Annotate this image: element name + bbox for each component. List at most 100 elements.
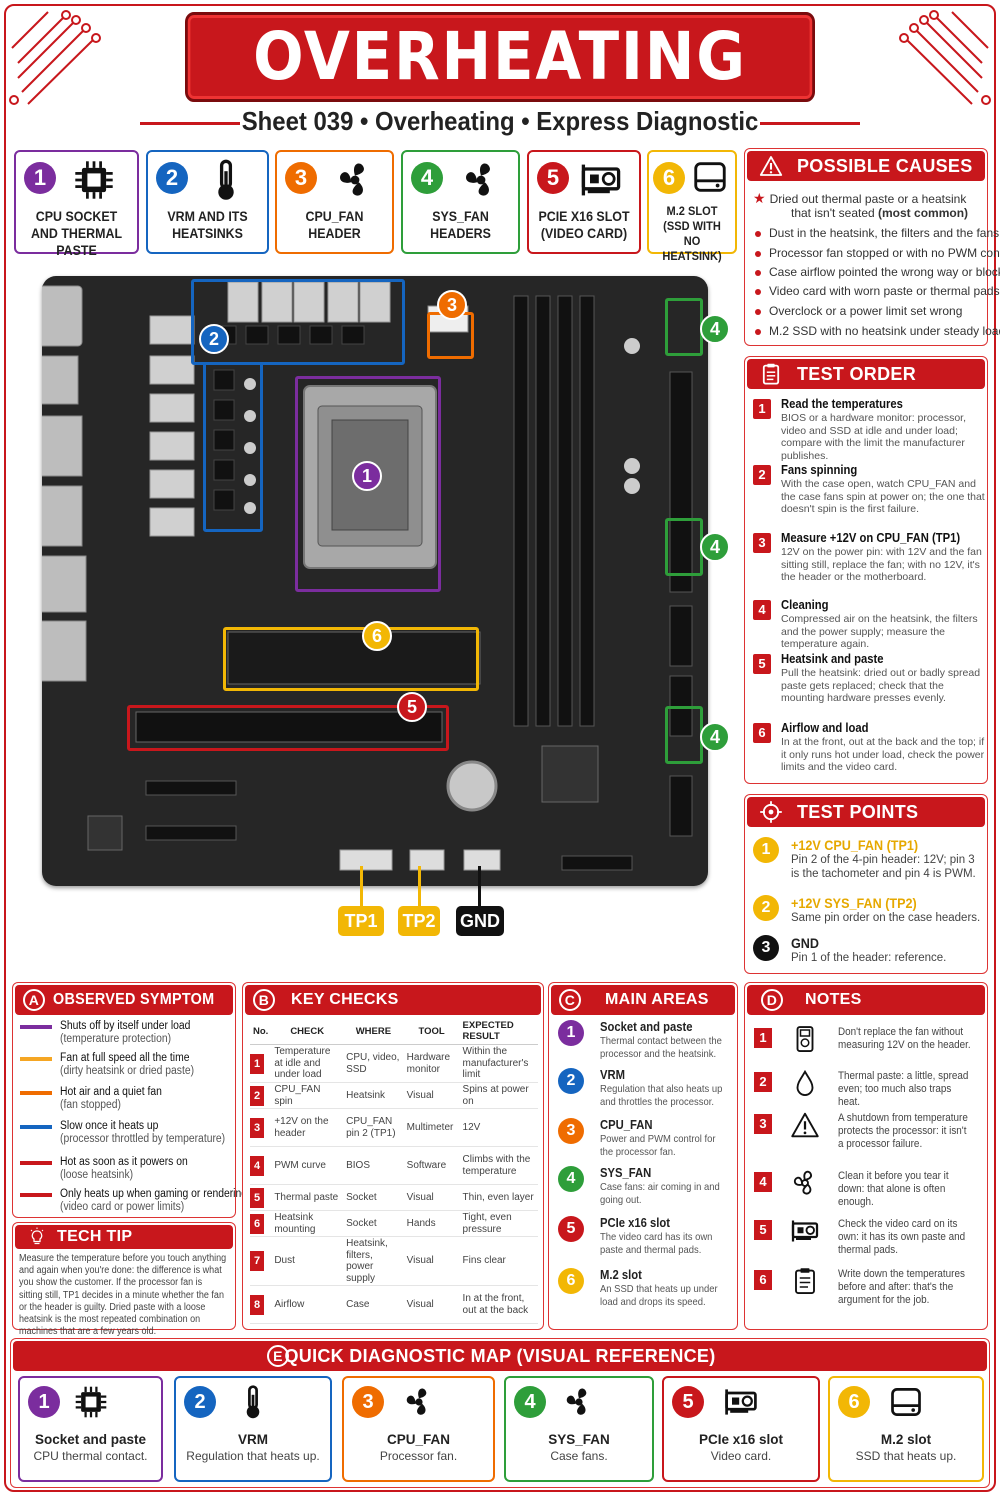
cause-item-continued: that isn't seated (most common) (791, 206, 969, 220)
table-cell: Heatsink (343, 1082, 404, 1109)
thermometer-icon (235, 1384, 271, 1420)
cause-item: Processor fan stopped or with no PWM con… (755, 246, 1000, 260)
table-cell: Software (403, 1146, 460, 1185)
row-number: 6 (250, 1213, 264, 1234)
gnd-tag: GND (456, 906, 504, 936)
callout-marker-4: 4 (700, 532, 730, 562)
symptom-item: Hot as soon as it powers on(loose heatsi… (20, 1156, 202, 1182)
notes-panel: D NOTES (744, 982, 988, 1330)
table-cell: +12V on the header (271, 1108, 344, 1147)
motherboard-drawing (31, 281, 693, 871)
crosshair-icon (759, 800, 783, 824)
test-order-title: TEST ORDER (797, 364, 917, 384)
callout-marker-3: 3 (437, 290, 467, 320)
tech-tip-panel: TECH TIP Measure the temperature before … (12, 1222, 236, 1337)
key-checks-title: KEY CHECKS (291, 991, 399, 1008)
category-label: SYS_FAN HEADERS (430, 209, 491, 241)
table-cell: Heatsink mounting (271, 1210, 344, 1237)
section-letter: C (559, 989, 581, 1011)
category-number: 1 (24, 162, 56, 194)
table-cell: In at the front, out at the back (459, 1285, 538, 1324)
column-header: TOOL (403, 1018, 460, 1045)
warning-icon (790, 1110, 820, 1140)
multimeter-icon (790, 1024, 820, 1054)
gpu-icon (790, 1216, 820, 1246)
table-cell: Hands (403, 1210, 460, 1237)
callout-box-sys-fan-3 (665, 706, 703, 764)
callout-marker-6: 6 (362, 621, 392, 651)
category-label: CPU_FAN HEADER (305, 209, 364, 241)
gpu-icon (579, 158, 623, 202)
callout-marker-4: 4 (700, 314, 730, 344)
category-label: VRM AND ITS HEATSINKS (167, 209, 248, 241)
category-label: M.2 SLOT (SSD WITH NO HEATSINK) (662, 204, 722, 263)
key-checks-header: B KEY CHECKS (245, 985, 541, 1015)
tech-tip-header: TECH TIP (15, 1225, 233, 1249)
table-cell: Socket (343, 1210, 404, 1237)
fan-icon (333, 158, 377, 202)
symptom-item: Only heats up when gaming or rendering(v… (20, 1188, 268, 1214)
cause-item: Case airflow pointed the wrong way or bl… (755, 265, 1000, 279)
callout-box-socket (295, 376, 441, 592)
subtitle: Sheet 039 • Overheating • Express Diagno… (241, 106, 759, 136)
test-points-panel: TEST POINTS 1+12V CPU_FAN (TP1)Pin 2 of … (744, 794, 988, 974)
test-points-header: TEST POINTS (747, 797, 985, 827)
table-cell: Tight, even pressure (459, 1210, 538, 1237)
gpu-icon (723, 1384, 759, 1420)
cause-item: ★Dried out thermal paste or a heatsink (753, 190, 967, 206)
category-number: 5 (537, 162, 569, 194)
circuit-decoration-right (899, 10, 991, 105)
table-cell: 12V (459, 1108, 538, 1147)
tech-tip-text: Measure the temperature before you touch… (19, 1253, 227, 1338)
fan-icon (790, 1168, 820, 1198)
test-point-item: 1+12V CPU_FAN (TP1)Pin 2 of the 4-pin he… (751, 837, 983, 881)
cpu-icon (72, 158, 116, 202)
possible-causes-header: POSSIBLE CAUSES (747, 151, 985, 181)
subtitle-rule-left (140, 122, 240, 125)
callout-box-vrm (191, 279, 405, 365)
tp2-leader (418, 866, 421, 906)
drop-icon (790, 1068, 820, 1098)
callout-marker-1: 1 (352, 461, 382, 491)
lightbulb-icon (27, 1227, 47, 1247)
fan-icon (459, 158, 503, 202)
observed-symptom-title: OBSERVED SYMPTOM (53, 991, 215, 1008)
table-cell: Climbs with the temperature (459, 1146, 538, 1185)
table-cell: Within the manufacturer's limit (459, 1044, 538, 1083)
row-number: 5 (250, 1187, 264, 1208)
table-cell: Visual (403, 1236, 460, 1286)
callout-marker-5: 5 (397, 692, 427, 722)
cause-item: Video card with worn paste or thermal pa… (755, 284, 1000, 298)
table-cell: Hardware monitor (403, 1044, 460, 1083)
table-cell: CPU_FAN pin 2 (TP1) (343, 1108, 404, 1147)
category-card-m2: 6 M.2 SLOT (SSD WITH NO HEATSINK) (647, 150, 737, 263)
table-cell: Fins clear (459, 1236, 538, 1286)
section-letter: B (253, 989, 275, 1011)
section-letter: E (267, 1345, 289, 1367)
table-cell: BIOS (343, 1146, 404, 1185)
table-cell: Dust (271, 1236, 344, 1286)
callout-box-pcie (127, 705, 449, 751)
table-cell: Thin, even layer (459, 1184, 538, 1211)
gnd-leader (478, 866, 481, 906)
category-card-sys-fan: 4 SYS_FAN HEADERS (401, 150, 520, 254)
observed-symptom-panel: A OBSERVED SYMPTOM (12, 982, 236, 1218)
category-label: PCIE X16 SLOT (VIDEO CARD) (538, 209, 630, 241)
page-frame (4, 4, 996, 1492)
row-number: 8 (250, 1294, 264, 1315)
